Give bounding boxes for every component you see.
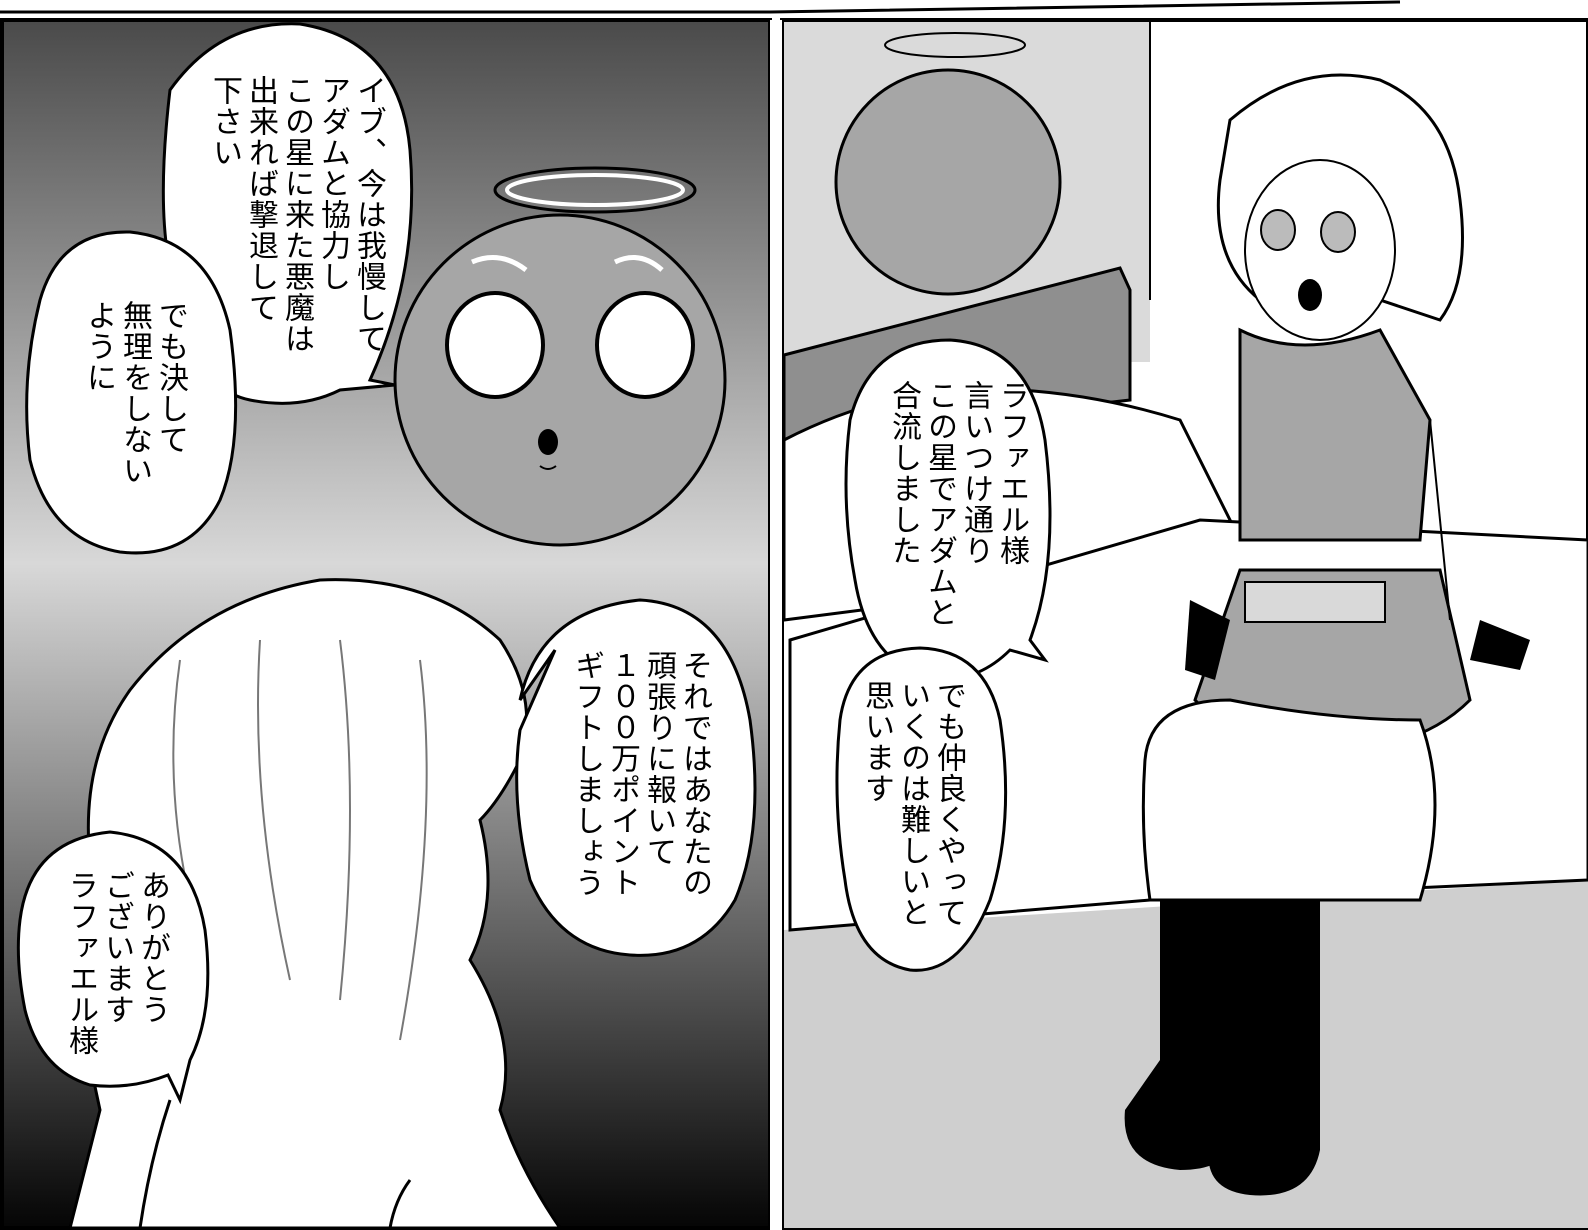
bubble-3-text: それではあなたの 頑張りに報いて １００万ポイント ギフトしましょう: [568, 650, 712, 930]
background-angel-orb: [834, 32, 1062, 296]
text-line: 出来れば撃退して: [243, 75, 278, 323]
speech-bubble-5: [844, 338, 1052, 682]
text-line: 下さい: [207, 75, 242, 168]
bubble-1-text: イブ、今は我慢して アダムと協力し この星に来た悪魔は 出来れば撃退して 下さい: [206, 75, 386, 395]
speech-bubble-6: [835, 646, 1008, 972]
text-line: 無理をしない: [117, 300, 152, 486]
text-line: 合流しました: [886, 380, 921, 566]
text-line: ありがとう: [135, 870, 170, 1025]
text-line: ございます: [99, 870, 134, 1025]
left-panel: [0, 18, 772, 1230]
speech-bubble-3: [515, 598, 757, 957]
top-panel-border: [0, 0, 1588, 22]
text-line: いくのは難しいと: [895, 680, 930, 928]
text-line: ラファエル様: [63, 870, 98, 1056]
text-line: ように: [81, 300, 116, 393]
eve-character: [1124, 73, 1530, 1196]
speech-bubble-2: [25, 230, 238, 555]
text-line: 思います: [859, 680, 894, 804]
panel-gutter: [770, 20, 782, 1230]
text-line: この星に来た悪魔は: [279, 75, 314, 354]
text-line: 頑張りに報いて: [641, 650, 676, 867]
text-line: ラファエル様: [994, 380, 1029, 566]
angel-orb-character: [393, 166, 727, 547]
bubble-5-text: ラファエル様 言いつけ通り この星でアダムと 合流しました: [885, 380, 1029, 640]
text-line: でも決して: [153, 300, 188, 455]
text-line: 言いつけ通り: [958, 380, 993, 566]
text-line: ギフトしましょう: [569, 650, 604, 898]
bubble-2-text: でも決して 無理をしない ように: [80, 300, 188, 520]
speech-bubble-4: [16, 830, 210, 1105]
eve-back-of-head: [68, 578, 563, 1230]
text-line: アダムと協力し: [315, 75, 350, 292]
bubble-4-text: ありがとう ございます ラファエル様: [62, 870, 170, 1070]
text-line: イブ、今は我慢して: [351, 75, 386, 354]
text-line: この星でアダムと: [922, 380, 957, 628]
right-panel: [780, 18, 1588, 1230]
text-line: １００万ポイント: [605, 650, 640, 898]
bubble-6-text: でも仲良くやって いくのは難しいと 思います: [858, 680, 966, 950]
text-line: それではあなたの: [677, 650, 712, 898]
text-line: でも仲良くやって: [931, 680, 966, 928]
